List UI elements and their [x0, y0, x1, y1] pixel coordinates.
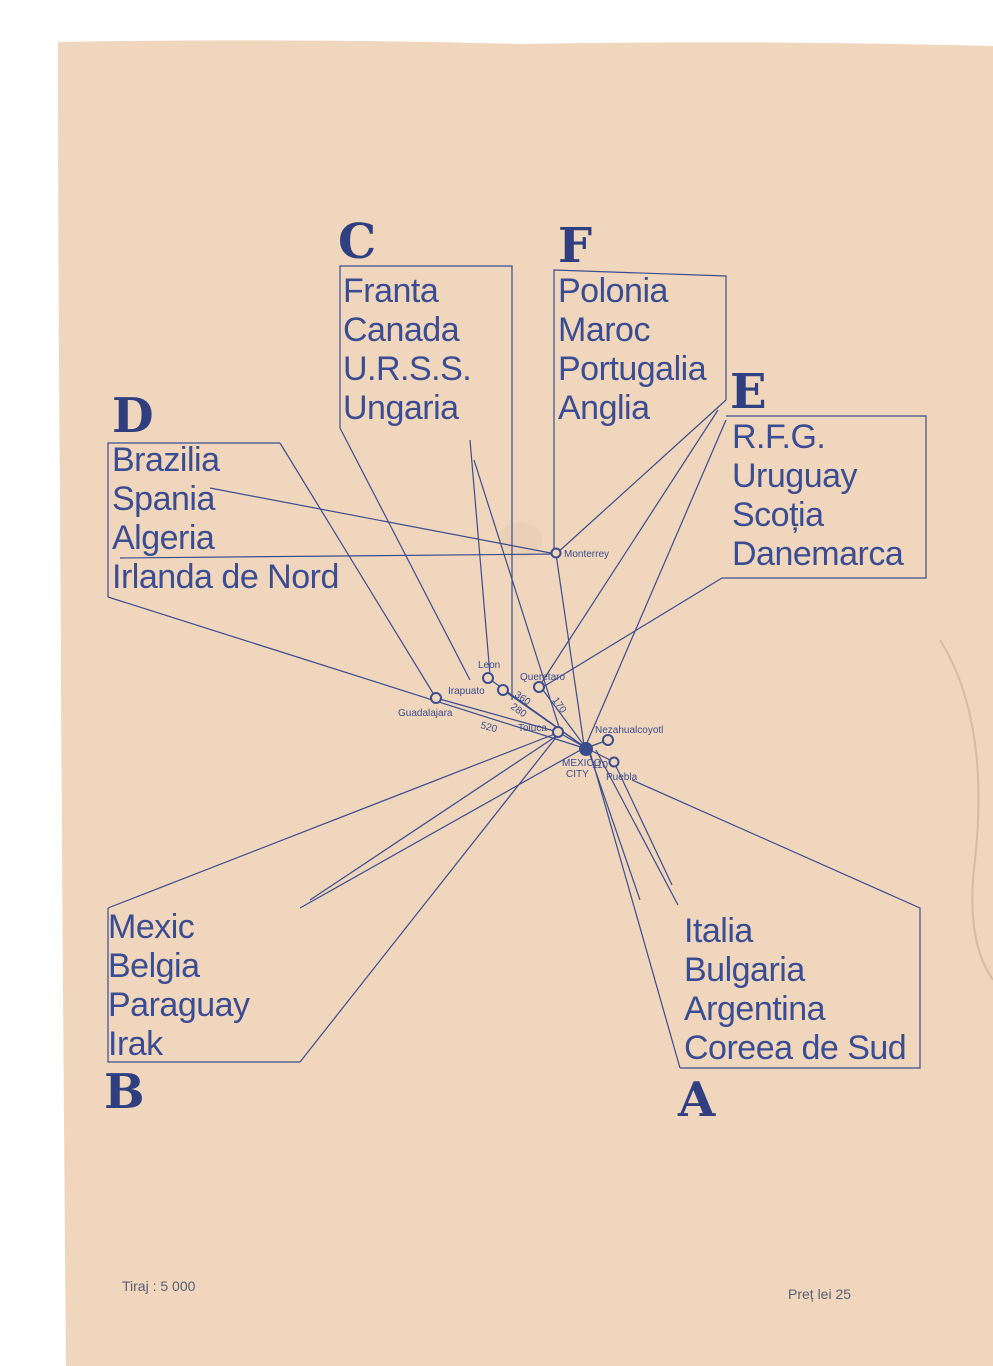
queretaro-marker — [533, 681, 545, 693]
team-name: Paraguay — [108, 986, 250, 1024]
team-name: Polonia — [558, 272, 668, 310]
group-e-teams: R.F.G. Uruguay Scoția Danemarca — [732, 418, 904, 574]
nezahualcoyotl-label: Nezahualcoyotl — [595, 725, 663, 736]
leon-label: Leon — [478, 660, 500, 671]
group-e-line — [537, 577, 723, 691]
distance-110: 110 — [592, 760, 608, 771]
team-name: Mexic — [108, 908, 195, 946]
paper-sheet — [58, 40, 993, 1366]
route-line — [539, 685, 587, 749]
team-name: Coreea de Sud — [684, 1029, 907, 1067]
group-a-line — [595, 749, 679, 906]
group-d-teams: Brazilia Spania Algeria Irlanda de Nord — [112, 441, 339, 597]
group-a-teams: Italia Bulgaria Argentina Coreea de Sud — [684, 912, 907, 1068]
team-name: Canada — [343, 311, 460, 349]
group-f-teams: Polonia Maroc Portugalia Anglia — [558, 272, 707, 428]
group-d-line — [119, 553, 557, 559]
group-a-letter: A — [678, 1072, 716, 1128]
group-c-teams: Franta Canada U.R.S.S. Ungaria — [343, 272, 472, 428]
group-c-letter: C — [338, 214, 377, 270]
team-name: Franta — [343, 272, 439, 310]
group-c-line — [339, 427, 471, 681]
group-d-box — [107, 442, 280, 597]
team-name: Algeria — [112, 519, 215, 557]
group-d-line — [209, 487, 557, 555]
mexico-city-label: MEXICO — [562, 758, 602, 769]
group-e-line — [585, 419, 727, 746]
team-name: Anglia — [558, 389, 650, 427]
group-d-line — [107, 596, 585, 749]
team-name: Portugalia — [558, 350, 707, 388]
team-name: Danemarca — [732, 535, 904, 573]
team-name: Maroc — [558, 311, 650, 349]
group-b-letter: B — [104, 1064, 145, 1120]
group-a-box — [631, 779, 921, 1069]
group-b-box — [107, 908, 300, 1063]
team-name: Argentina — [684, 990, 826, 1028]
irapuato-marker — [497, 684, 509, 696]
group-f-box — [553, 269, 727, 548]
toluca-label: Toluca — [518, 723, 547, 734]
team-name: Irak — [108, 1025, 163, 1063]
queretaro-label: Queretaro — [520, 672, 565, 683]
team-name: Belgia — [108, 947, 200, 985]
route-line — [435, 697, 559, 733]
monterrey-marker — [550, 547, 562, 559]
toluca-marker — [552, 726, 564, 738]
group-f-letter: F — [558, 218, 593, 274]
city-labels: Monterrey Leon Irapuato Queretaro Guadal… — [398, 549, 663, 783]
distance-520: 520 — [479, 720, 498, 735]
guadalajara-marker — [430, 692, 442, 704]
price-text: Preț lei 25 — [788, 1286, 852, 1302]
paper-fold — [939, 639, 993, 981]
group-b-line — [299, 734, 559, 1063]
team-name: Italia — [684, 912, 753, 950]
group-b-line — [309, 734, 559, 901]
monterrey-label: Monterrey — [564, 549, 609, 560]
group-b-teams: Mexic Belgia Paraguay Irak — [108, 908, 250, 1064]
puebla-label: Puebla — [606, 772, 638, 783]
group-b-line — [107, 731, 561, 909]
mexico-city-marker — [579, 742, 593, 756]
city-markers — [430, 547, 620, 768]
team-name: Scoția — [732, 496, 824, 534]
group-f-line — [555, 553, 585, 746]
group-d-letter: D — [112, 388, 154, 444]
group-e-letter: E — [730, 364, 767, 420]
leon-marker — [482, 672, 494, 684]
group-e-box — [722, 415, 927, 579]
route-line — [502, 689, 587, 749]
team-name: Spania — [112, 480, 215, 518]
team-name: Uruguay — [732, 457, 858, 495]
team-name: Ungaria — [343, 389, 459, 427]
group-f-line — [539, 409, 719, 686]
nezahualcoyotl-marker — [602, 734, 614, 746]
mexico-city-label-2: CITY — [566, 769, 589, 780]
print-run-text: Tiraj : 5 000 — [122, 1278, 196, 1294]
group-a-line — [589, 751, 681, 1069]
group-f-line — [555, 399, 727, 555]
team-name: R.F.G. — [732, 418, 826, 456]
group-d-line — [279, 442, 437, 699]
group-a-line — [613, 761, 673, 886]
irapuato-label: Irapuato — [448, 686, 485, 697]
paper-stain — [498, 522, 542, 558]
team-name: U.R.S.S. — [343, 350, 472, 388]
puebla-marker — [608, 756, 620, 768]
guadalajara-label: Guadalajara — [398, 708, 453, 719]
group-b-line — [299, 747, 585, 909]
connector-lines — [107, 265, 927, 1069]
group-a-line — [589, 754, 641, 901]
group-c-box — [339, 265, 513, 700]
team-name: Brazilia — [112, 441, 220, 479]
group-c-line — [469, 439, 491, 676]
team-name: Irlanda de Nord — [112, 558, 339, 596]
team-name: Bulgaria — [684, 951, 805, 989]
